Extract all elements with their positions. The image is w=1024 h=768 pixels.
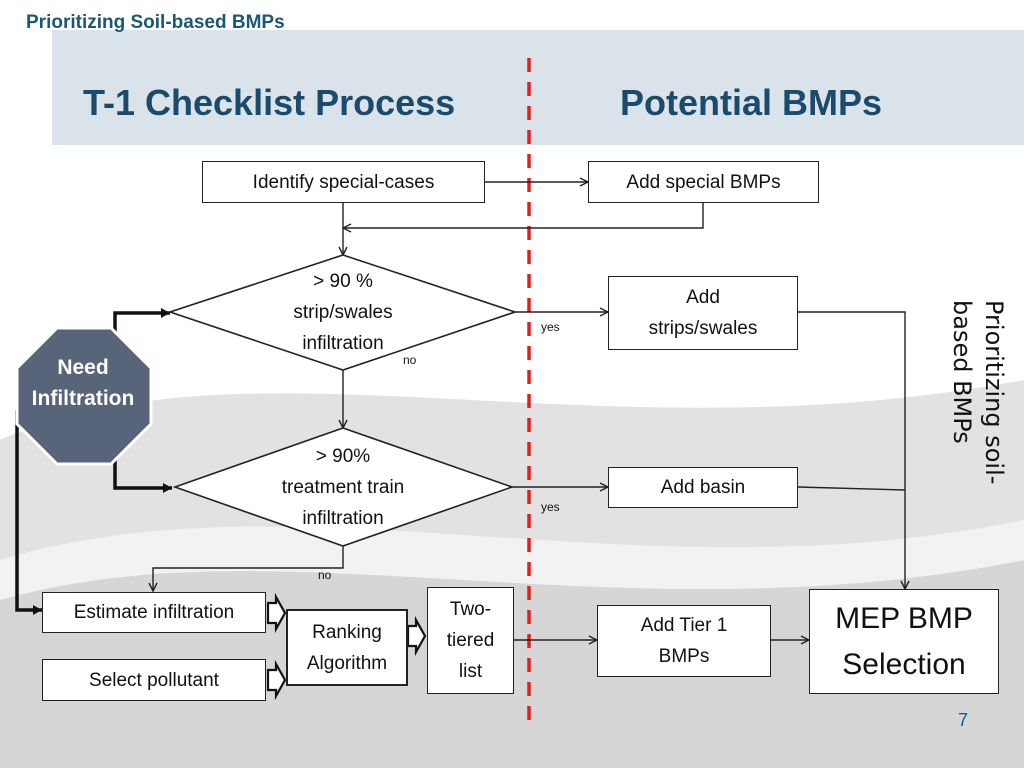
- two-tiered-list-box: Two- tiered list: [427, 587, 514, 694]
- add-special-bmps-box: Add special BMPs: [588, 161, 819, 203]
- edge-label-no-2: no: [318, 568, 332, 582]
- add-strips-swales-box: Add strips/swales: [608, 276, 798, 350]
- stop-sign: [15, 326, 153, 466]
- title-left: T-1 Checklist Process: [83, 82, 456, 123]
- edge-label-yes-1: yes: [541, 320, 560, 334]
- estimate-infiltration-box: Estimate infiltration: [42, 592, 266, 633]
- decision-strip-text: > 90 % strip/swales infiltration: [293, 271, 393, 354]
- need-infiltration-label: Need Infiltration: [31, 356, 135, 410]
- block-arrow-ranking: [406, 615, 427, 657]
- add-tier1-bmps-box: Add Tier 1 BMPs: [597, 605, 771, 677]
- page-number: 7: [958, 710, 969, 730]
- select-pollutant-box: Select pollutant: [42, 659, 266, 701]
- decision-train-text: > 90% treatment train infiltration: [281, 446, 405, 529]
- identify-special-cases-box: Identify special-cases: [202, 161, 485, 203]
- edge-label-no-1: no: [403, 353, 417, 367]
- decision-diamond-train: [172, 427, 515, 547]
- slide-kicker: Prioritizing Soil-based BMPs: [26, 12, 285, 33]
- decision-diamond-strip: [167, 254, 518, 371]
- header-band: [52, 30, 1024, 145]
- block-arrow-estimate: [266, 592, 287, 634]
- ranking-algorithm-box: Ranking Algorithm: [286, 609, 408, 686]
- block-arrow-pollutant: [266, 659, 287, 701]
- mep-bmp-selection-box: MEP BMP Selection: [809, 589, 999, 694]
- prioritizing-side-label: Prioritizing soil- based BMPs: [948, 300, 1008, 485]
- add-basin-box: Add basin: [608, 467, 798, 508]
- edge-label-yes-2: yes: [541, 500, 560, 514]
- title-right: Potential BMPs: [620, 82, 883, 123]
